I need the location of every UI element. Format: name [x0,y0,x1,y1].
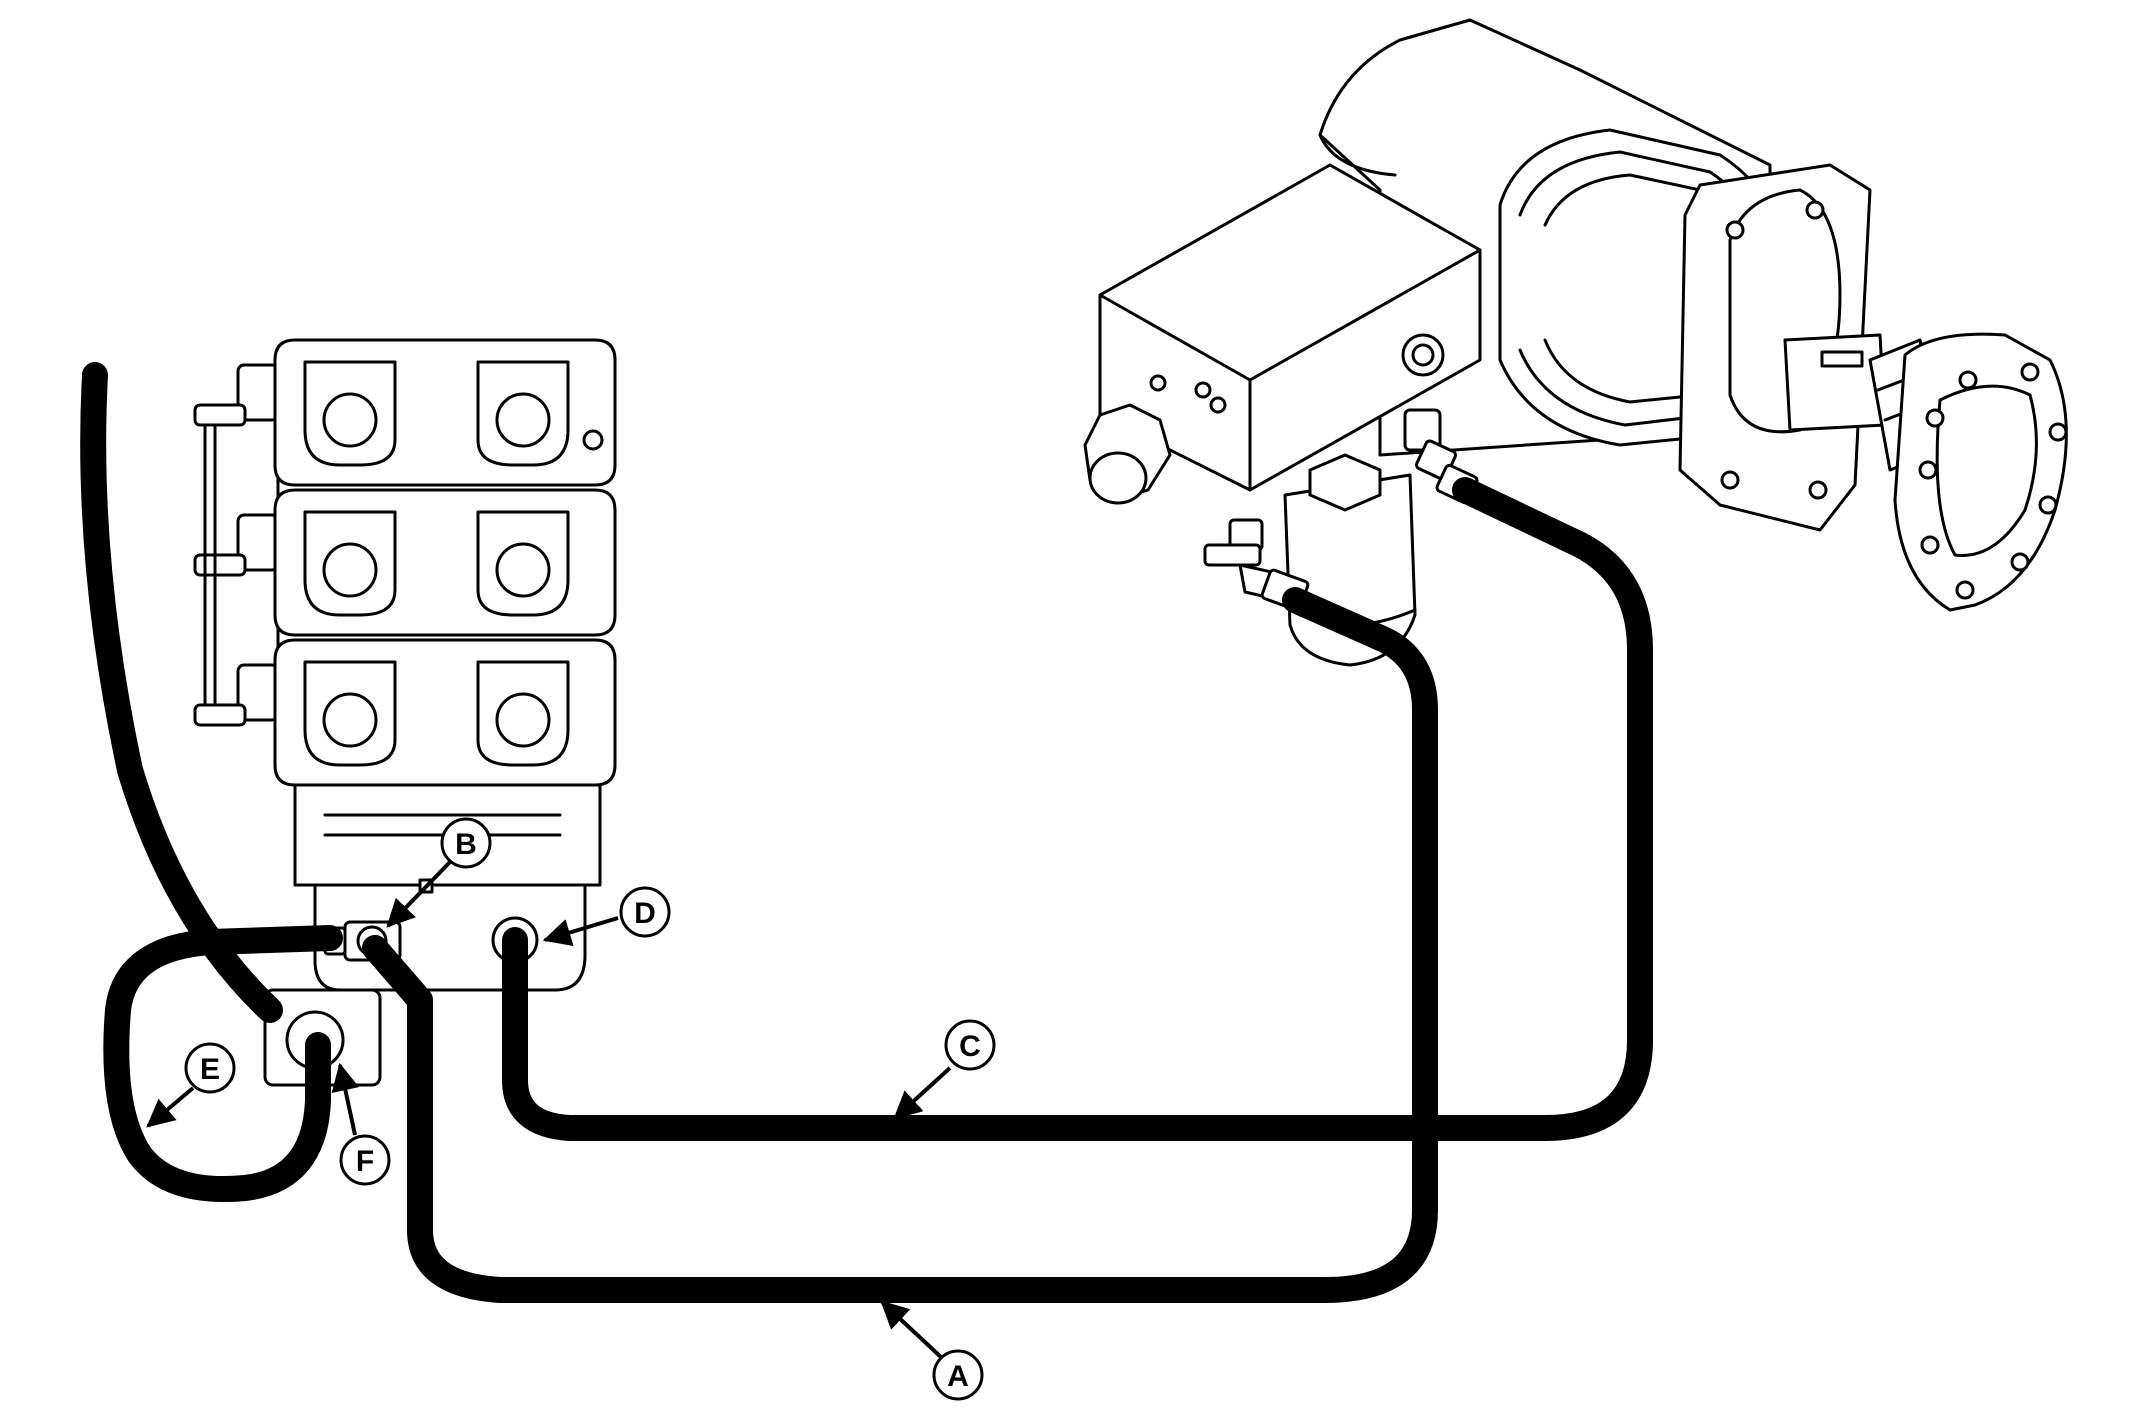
callout-b: B [386,817,492,928]
hydraulic-pump-assembly [1083,18,2068,667]
control-valve-stack [193,338,617,1087]
hoses [80,362,1653,1303]
valve-end-block [293,783,602,992]
callout-label-d: D [634,897,656,930]
callout-a: A [880,1300,984,1401]
callout-e: E [146,1042,236,1128]
callout-d: D [542,886,671,946]
drive-flange [1893,332,2068,612]
valve-actuator-linkage [193,363,280,727]
callout-c: C [893,1019,996,1120]
callout-label-c: C [959,1030,981,1063]
valve-section-2 [273,488,617,637]
pump-valve-block [1098,163,1482,492]
callout-label-a: A [947,1360,969,1393]
callouts: A B C D E F [146,817,996,1401]
relief-plug [1083,403,1172,505]
callout-label-e: E [200,1053,220,1086]
valve-section-1 [273,338,617,487]
hose-a [362,587,1438,1303]
callout-f: F [331,1062,391,1186]
valve-section-3 [273,638,617,787]
pump-drive-shaft [1783,333,1887,432]
hose-e [103,925,343,1202]
callout-label-f: F [356,1145,374,1178]
hose-c [502,477,1653,1141]
callout-label-b: B [455,828,477,861]
